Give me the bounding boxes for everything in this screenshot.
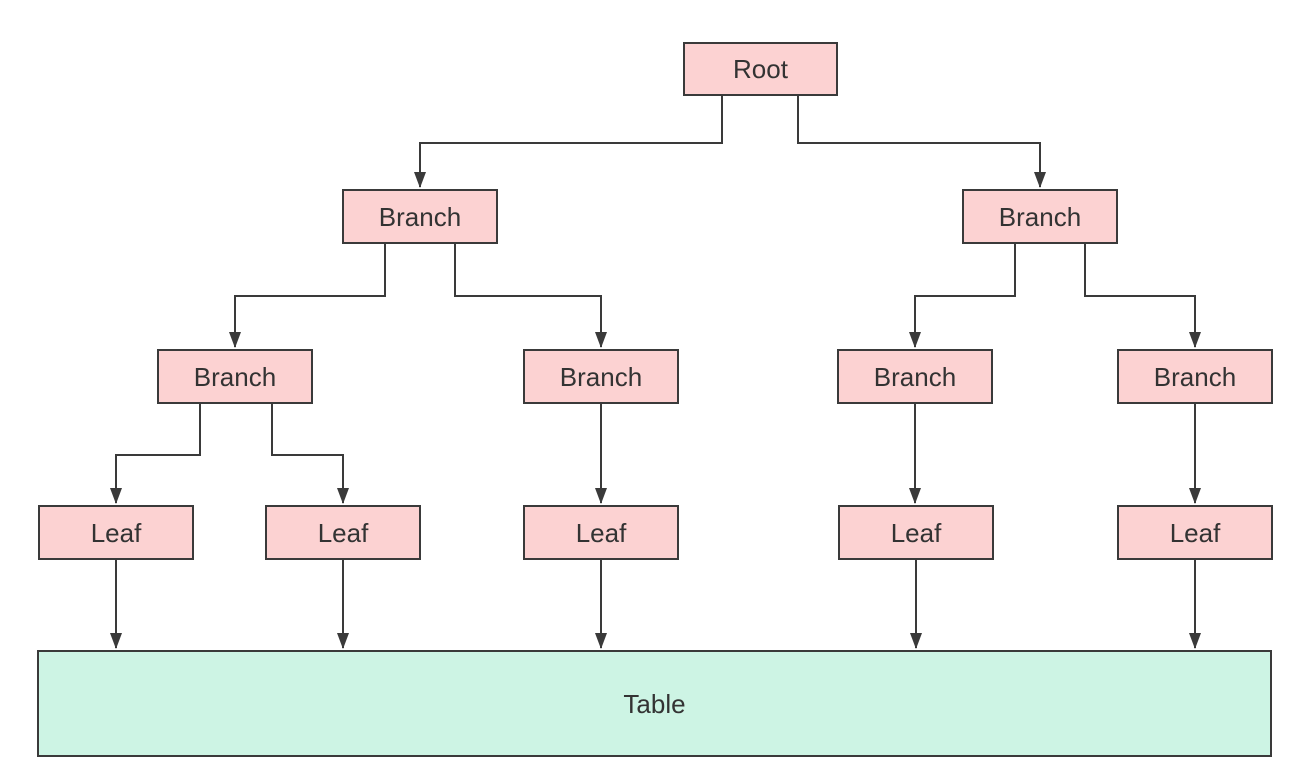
node-leaf-4: Leaf bbox=[838, 505, 994, 560]
edge-root-branch-right bbox=[797, 96, 1046, 188]
node-table: Table bbox=[37, 650, 1272, 757]
edge-branch-left-branch-left-left bbox=[229, 244, 386, 348]
node-branch-left: Branch bbox=[342, 189, 498, 244]
node-branch-right: Branch bbox=[962, 189, 1118, 244]
node-branch-right-right: Branch bbox=[1117, 349, 1273, 404]
node-root: Root bbox=[683, 42, 838, 96]
edge-branch-left-branch-left-right bbox=[454, 244, 607, 348]
node-leaf-2: Leaf bbox=[265, 505, 421, 560]
edge-branch-right-branch-right-right bbox=[1084, 244, 1201, 348]
node-branch-left-left: Branch bbox=[157, 349, 313, 404]
node-leaf-3: Leaf bbox=[523, 505, 679, 560]
edge-branch-left-left-leaf-2 bbox=[271, 404, 349, 504]
node-leaf-1: Leaf bbox=[38, 505, 194, 560]
edge-branch-right-branch-right-left bbox=[909, 244, 1016, 348]
edge-branch-left-left-leaf-1 bbox=[110, 404, 201, 504]
node-branch-left-right: Branch bbox=[523, 349, 679, 404]
edge-root-branch-left bbox=[414, 96, 723, 188]
node-branch-right-left: Branch bbox=[837, 349, 993, 404]
node-leaf-5: Leaf bbox=[1117, 505, 1273, 560]
